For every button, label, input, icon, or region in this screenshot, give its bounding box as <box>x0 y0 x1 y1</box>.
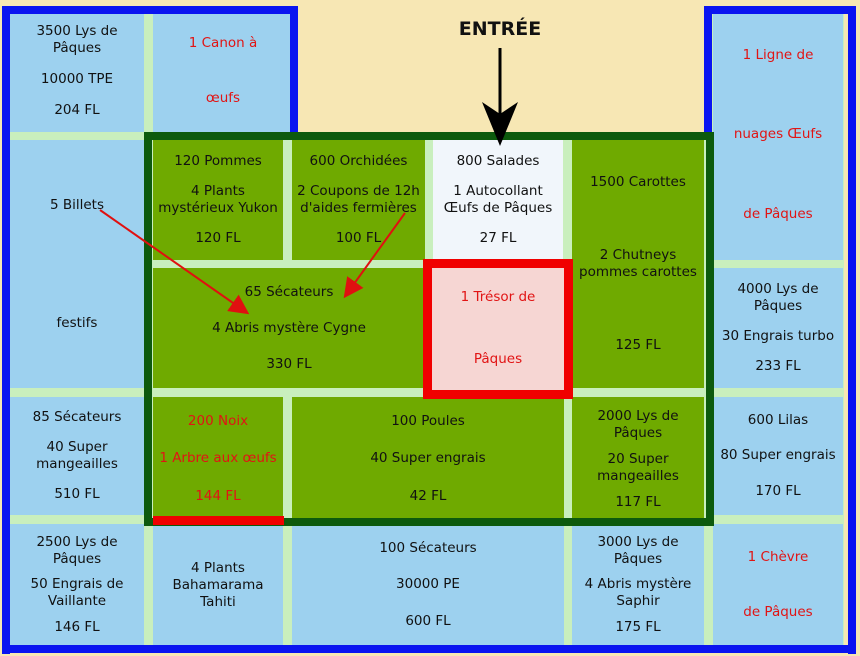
plot-treasure: 1 Trésor de Pâques <box>425 260 571 396</box>
plot-line: 4000 Lys de Pâques <box>737 280 819 314</box>
plot-line: de Pâques <box>743 604 813 620</box>
plot-bottom-pruners: 100 Sécateurs 30000 PE 600 FL <box>292 524 564 646</box>
plot-line: 120 Pommes <box>174 152 262 169</box>
plot-orchids: 600 Orchidées 2 Coupons de 12h d'aides fe… <box>292 140 425 260</box>
plot-line: 1500 Carottes <box>590 174 686 190</box>
plot-line: 42 FL <box>409 487 447 504</box>
plot-line: 100 FL <box>335 230 382 247</box>
plot-line: 30 Engrais turbo <box>721 327 835 344</box>
plot-line: 30000 PE <box>396 576 460 593</box>
plot-apples: 120 Pommes 4 Plants mystérieux Yukon 120 F… <box>153 140 283 260</box>
plot-festive-tickets: 5 Billets festifs <box>10 140 144 388</box>
plot-line: 1 Arbre aux œufs <box>159 450 277 467</box>
plot-line: 2 Coupons de 12h d'aides fermières <box>297 182 420 216</box>
plot-line: 204 FL <box>54 102 100 118</box>
plot-line: de Pâques <box>743 205 813 222</box>
plot-bahamarama: 4 Plants Bahamarama Tahiti <box>153 524 283 646</box>
plot-line: 2 Chutneys pommes carottes <box>579 247 697 280</box>
plot-line: 40 Super engrais <box>370 450 486 467</box>
plot-line: 1 Chèvre <box>747 549 809 565</box>
nuts-red-bar <box>153 516 284 525</box>
plot-line: 144 FL <box>195 487 241 504</box>
plot-line: 85 Sécateurs <box>32 409 122 426</box>
plot-line: Pâques <box>473 350 523 367</box>
plot-line: œufs <box>205 90 241 106</box>
plot-line: 4 Abris mystère Saphir <box>584 576 692 610</box>
blue-frame-right <box>846 6 856 654</box>
plot-line: 1 Ligne de <box>742 47 814 64</box>
plot-line: nuages Œufs <box>733 126 823 143</box>
plot-line: 80 Super engrais <box>720 447 836 464</box>
plot-line: 50 Engrais de Vaillante <box>30 576 124 610</box>
plot-line: 65 Sécateurs <box>244 283 334 300</box>
plot-line: 2500 Lys de Pâques <box>36 534 118 568</box>
plot-line: 175 FL <box>615 618 661 635</box>
plot-line: 1 Canon à <box>188 35 258 51</box>
plot-easter-cloud: 1 Ligne de nuages Œufs de Pâques <box>713 10 843 260</box>
plot-line: 125 FL <box>615 337 661 353</box>
plot-line: 146 FL <box>54 618 100 635</box>
plot-right-lilies: 4000 Lys de Pâques 30 Engrais turbo 233 FL <box>713 268 843 388</box>
plot-line: 330 FL <box>266 355 312 372</box>
plot-line: 170 FL <box>755 482 801 499</box>
plot-egg-cannon: 1 Canon à œufs <box>153 10 293 132</box>
plot-line: 600 Orchidées <box>309 152 408 169</box>
plot-line: 800 Salades <box>456 152 540 169</box>
plot-line: 233 FL <box>755 358 801 375</box>
plot-line: 600 FL <box>405 613 451 630</box>
entrance-label: ENTRÉE <box>458 18 542 40</box>
plot-top-left: 3500 Lys de Pâques 10000 TPE 204 FL <box>10 10 144 132</box>
plot-salads: 800 Salades 1 Autocollant Œufs de Pâques 2… <box>433 140 563 260</box>
plot-line: 100 Sécateurs <box>379 539 477 556</box>
plot-line: 200 Noix <box>187 413 249 430</box>
plot-easter-goat: 1 Chèvre de Pâques <box>713 524 843 646</box>
plot-line: 510 FL <box>54 485 100 502</box>
plot-line: 120 FL <box>195 230 241 247</box>
plot-nuts: 200 Noix 1 Arbre aux œufs 144 FL <box>153 397 283 521</box>
plot-line: festifs <box>56 314 98 331</box>
plot-line: 5 Billets <box>49 196 105 213</box>
plot-line: 600 Lilas <box>747 412 809 429</box>
plot-line: 20 Super mangeailles <box>597 450 679 484</box>
plot-line: 40 Super mangeailles <box>36 438 118 472</box>
plot-left-pruners: 85 Sécateurs 40 Super mangeailles 510 FL <box>10 397 144 515</box>
plot-line: 3000 Lys de Pâques <box>597 534 679 568</box>
plot-line: 100 Poules <box>391 413 465 430</box>
plot-lilacs: 600 Lilas 80 Super engrais 170 FL <box>713 397 843 515</box>
plot-line: 27 FL <box>479 230 517 247</box>
plot-line: 117 FL <box>615 493 661 510</box>
plot-lilies-mid: 2000 Lys de Pâques 20 Super mangeailles 11… <box>572 397 704 521</box>
plot-hens: 100 Poules 40 Super engrais 42 FL <box>292 397 564 521</box>
plot-line: 1 Trésor de <box>460 288 536 305</box>
plot-line: 10000 TPE <box>40 71 114 87</box>
plot-line: 4 Plants Bahamarama Tahiti <box>172 559 264 610</box>
plot-carrots: 1500 Carottes 2 Chutneys pommes carottes 1… <box>572 140 704 388</box>
plot-line: 3500 Lys de Pâques <box>36 23 118 56</box>
plot-line: 4 Plants mystérieux Yukon <box>158 182 278 216</box>
plot-bottom-left: 2500 Lys de Pâques 50 Engrais de Vaillant… <box>10 524 144 646</box>
plot-line: 1 Autocollant Œufs de Pâques <box>443 182 553 216</box>
plot-sapphire: 3000 Lys de Pâques 4 Abris mystère Saphir… <box>572 524 704 646</box>
plot-line: 2000 Lys de Pâques <box>597 407 679 441</box>
plot-line: 4 Abris mystère Cygne <box>212 319 366 336</box>
plot-pruners-cygne: 65 Sécateurs 4 Abris mystère Cygne 330 FL <box>153 268 425 388</box>
